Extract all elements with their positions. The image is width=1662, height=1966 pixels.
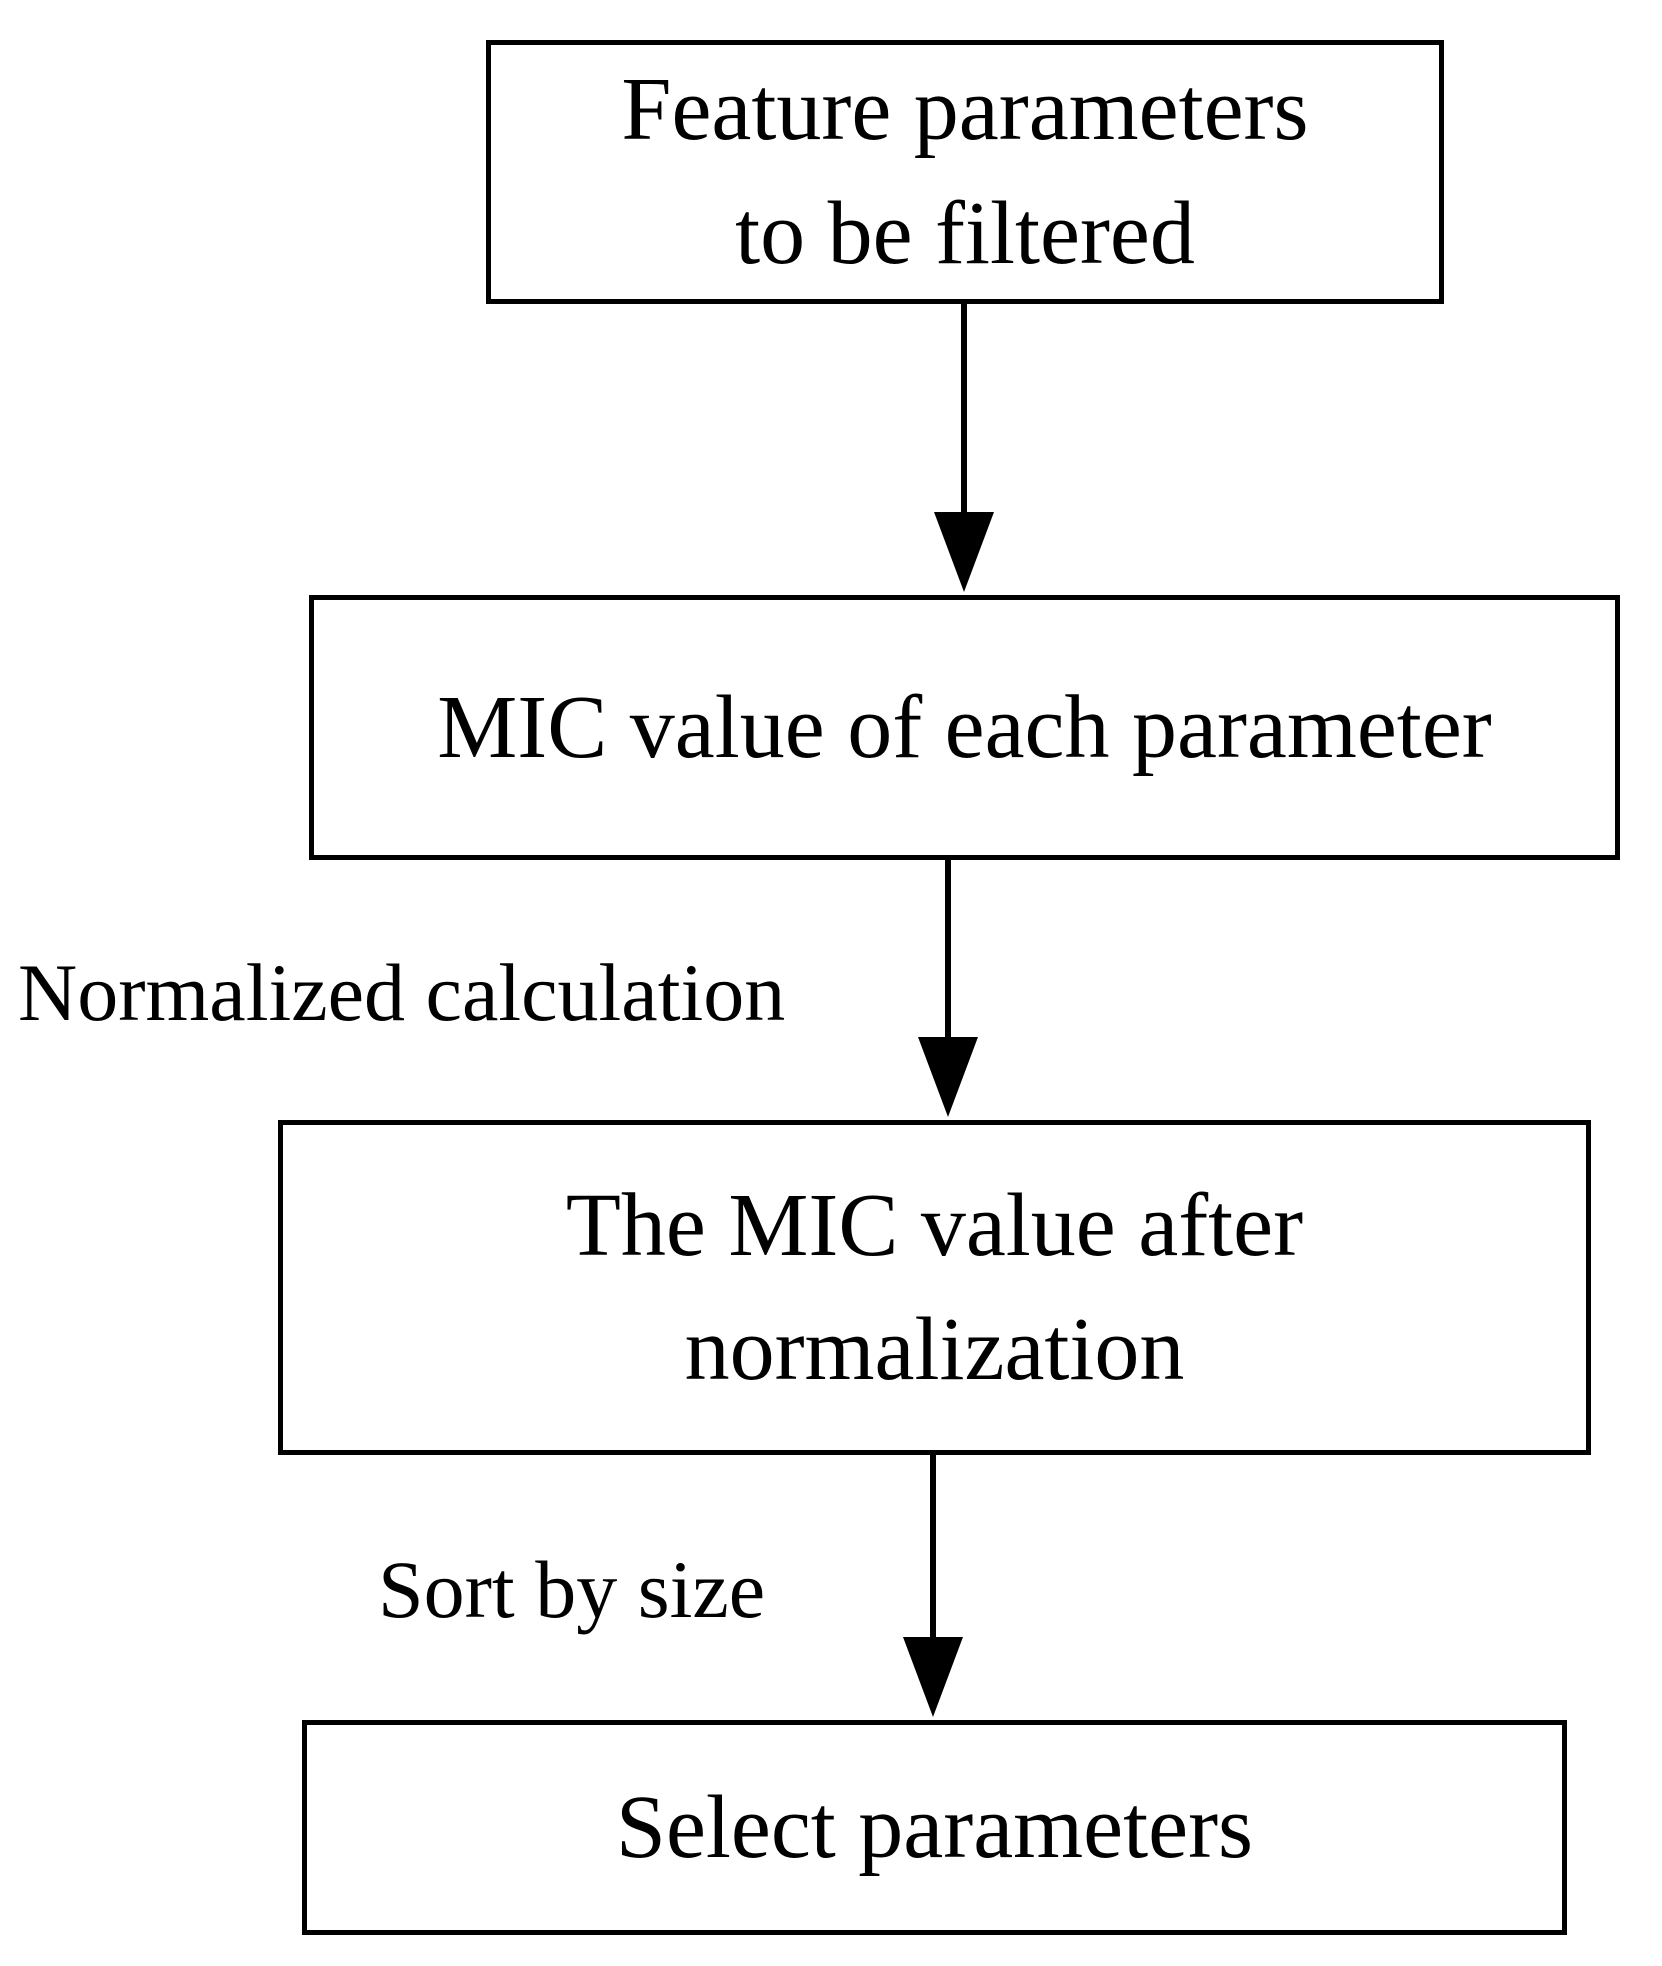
node-normalized-mic: The MIC value after normalization — [278, 1120, 1591, 1455]
node-select-parameters: Select parameters — [302, 1720, 1567, 1935]
arrow-n3-to-n4 — [903, 1453, 963, 1717]
node-feature-parameters-label: Feature parameters to be filtered — [621, 48, 1308, 296]
node-mic-value-line-1: MIC value of each parameter — [437, 677, 1492, 777]
node-feature-parameters-line-2: to be filtered — [735, 184, 1195, 283]
node-feature-parameters-line-1: Feature parameters — [621, 60, 1309, 159]
node-select-parameters-label: Select parameters — [616, 1766, 1253, 1890]
node-normalized-mic-line-1: The MIC value after — [565, 1175, 1304, 1275]
node-normalized-mic-line-2: normalization — [684, 1299, 1185, 1399]
node-mic-value: MIC value of each parameter — [309, 595, 1620, 860]
node-mic-value-label: MIC value of each parameter — [437, 666, 1491, 790]
edge-label-normalized-calculation: Normalized calculation — [18, 947, 786, 1038]
node-feature-parameters: Feature parameters to be filtered — [486, 40, 1444, 304]
edge-label-sort-by-size: Sort by size — [378, 1544, 766, 1635]
arrow-n1-to-n2 — [934, 302, 994, 592]
arrow-n2-to-n3 — [918, 858, 978, 1117]
node-normalized-mic-label: The MIC value after normalization — [566, 1164, 1303, 1412]
node-select-parameters-line-1: Select parameters — [615, 1777, 1254, 1877]
